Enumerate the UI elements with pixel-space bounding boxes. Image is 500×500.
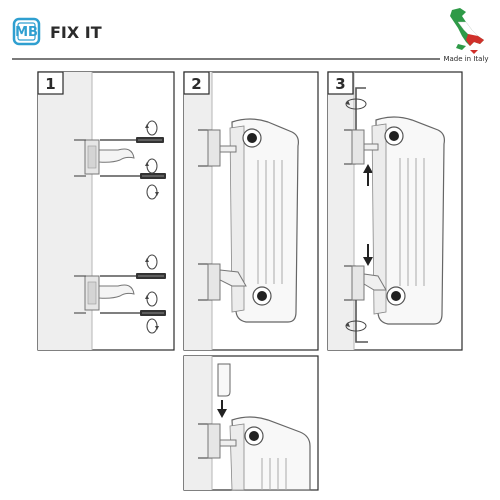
header: MB FIX IT Made in Italy (12, 8, 489, 63)
down-arrow-icon (363, 244, 373, 266)
wall-bracket-icon (351, 129, 365, 165)
step-2-panel: 2 (183, 71, 319, 351)
rotation-arrow-icon (146, 318, 159, 334)
step-badge (327, 71, 354, 95)
cover-cap-icon (217, 363, 231, 397)
wall (38, 72, 92, 350)
up-arrow-icon (363, 164, 373, 186)
logo-text: MB (15, 25, 38, 40)
wall-bracket-icon (207, 263, 221, 301)
wall (328, 72, 354, 350)
wall-bracket-icon (207, 129, 221, 167)
radiator-icon (219, 118, 299, 323)
screwdriver-icon (100, 310, 166, 316)
wall (184, 72, 212, 350)
italy-map-icon (450, 8, 484, 54)
allen-key-icon (355, 87, 366, 140)
step-3-panel: 3 (327, 71, 463, 351)
step-4-panel (183, 355, 319, 491)
made-in-label: Made in Italy (443, 55, 488, 63)
radiator-icon (363, 116, 445, 325)
rotation-arrow-icon (145, 158, 158, 174)
step-number: 2 (191, 75, 201, 93)
step-number: 3 (335, 75, 345, 93)
radiator-icon (219, 416, 311, 491)
wall-bracket-icon (84, 275, 135, 311)
screwdriver-icon (100, 137, 164, 143)
brand-logo: MB (12, 17, 41, 46)
wall-bracket-icon (84, 139, 135, 175)
step-badge (183, 71, 210, 95)
rotation-arrow-icon (145, 120, 158, 136)
rotation-arrow-icon (145, 291, 158, 307)
brand-title: FIX IT (50, 23, 102, 42)
step-number: 1 (45, 75, 55, 93)
wall-bracket-icon (351, 265, 365, 301)
rotation-arrow-icon (146, 184, 159, 200)
rotation-arrow-icon (345, 98, 367, 110)
down-arrow-icon (217, 400, 227, 418)
screwdriver-icon (100, 173, 166, 179)
rotation-arrow-icon (145, 254, 158, 270)
step-1-panel: 1 (37, 71, 175, 351)
rotation-arrow-icon (345, 320, 367, 332)
screwdriver-icon (100, 273, 166, 279)
wall (184, 356, 212, 490)
wall-bracket-icon (207, 423, 221, 459)
step-badge (37, 71, 64, 95)
allen-key-icon (355, 300, 368, 343)
